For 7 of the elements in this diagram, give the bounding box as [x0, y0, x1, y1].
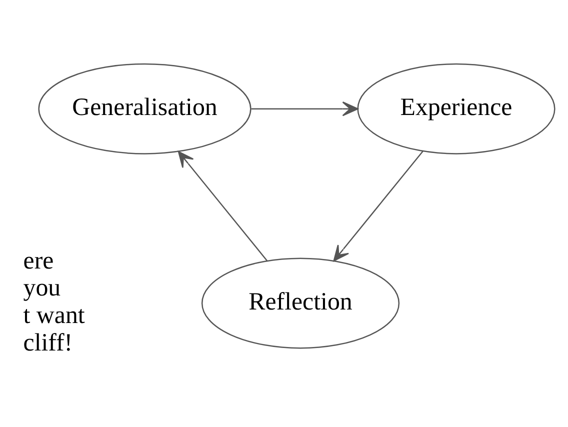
label: ere you t want cliff!	[23, 247, 85, 357]
node-ellipse: Reflection	[201, 258, 400, 349]
node-ellipse: Experience	[357, 63, 556, 154]
arrow	[178, 151, 268, 262]
arrow	[333, 150, 424, 262]
arrow	[251, 101, 358, 116]
node-ellipse: Generalisation	[38, 63, 252, 154]
